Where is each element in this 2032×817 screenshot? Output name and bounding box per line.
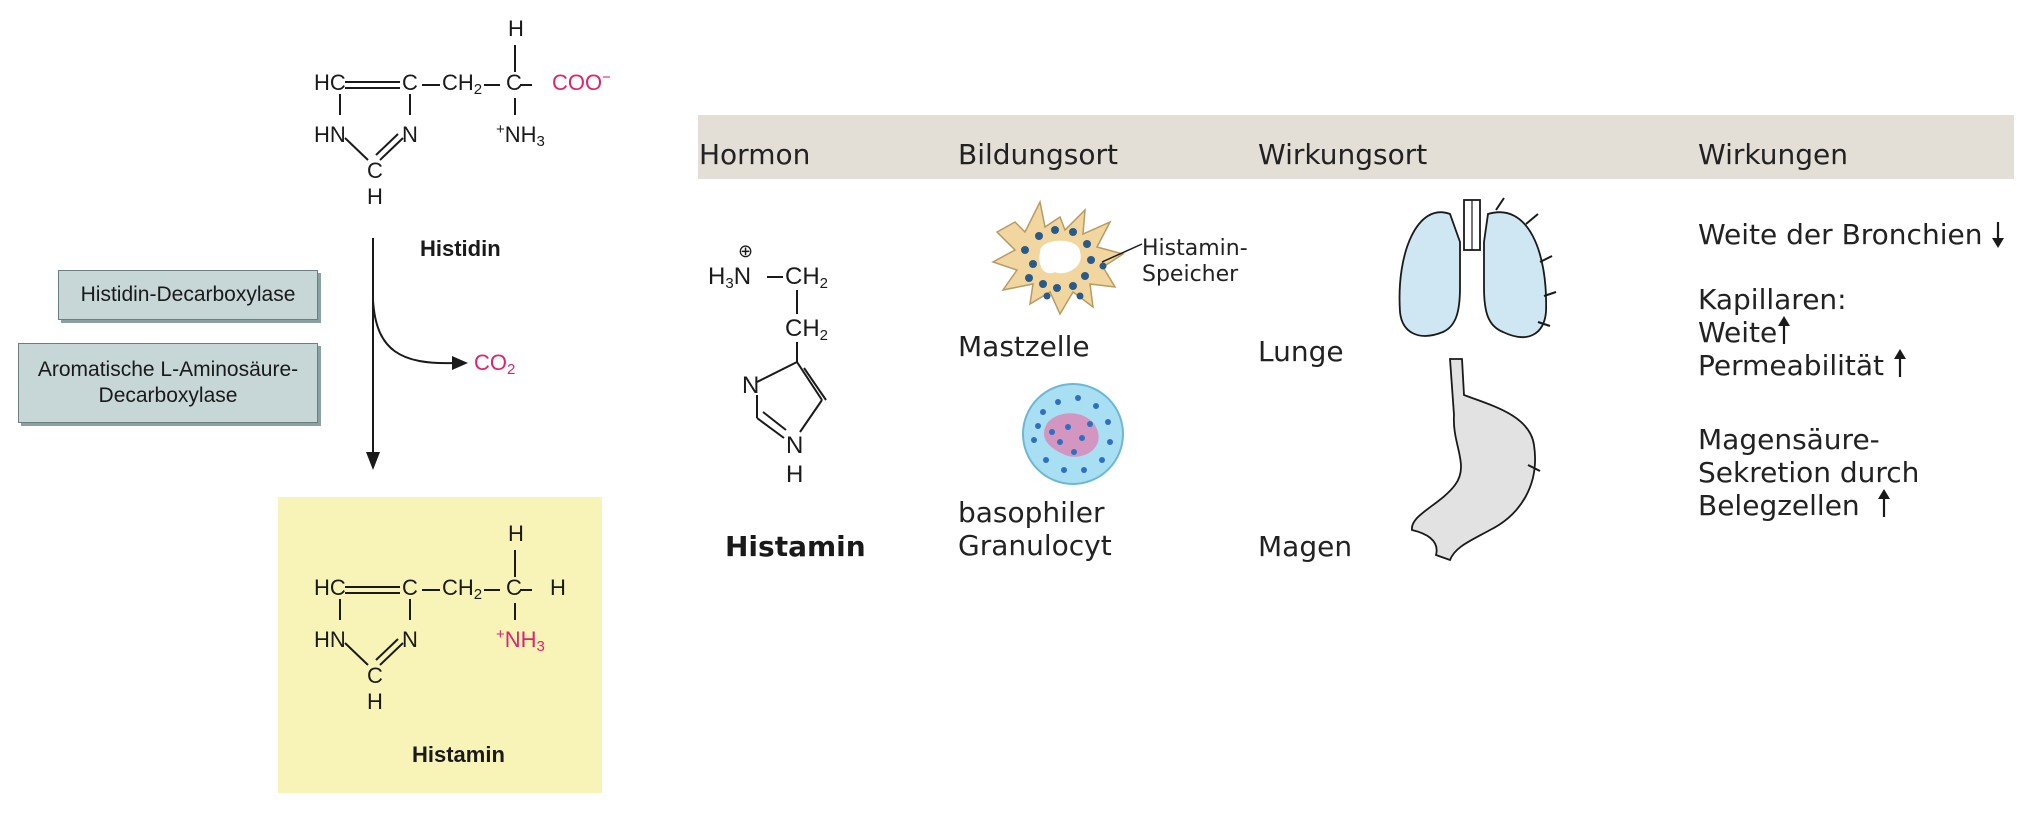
enzyme-aromatic-decarboxylase: Aromatische L-Aminosäure- Decarboxylase <box>18 343 318 423</box>
enzyme2-line2: Decarboxylase <box>98 384 238 407</box>
effect-bronchien-text: Weite der Bronchien <box>1698 218 1983 251</box>
effect-magen-line1: Magensäure- <box>1698 423 1880 456</box>
basophil-label: basophiler Granulocyt <box>958 496 1112 562</box>
reaction-arrow <box>366 238 468 470</box>
histamine-small-bonds <box>756 276 827 439</box>
effect-kapillaren: Kapillaren: Weite Permeabilität <box>1698 283 1907 382</box>
co2-label: CO2 <box>474 350 516 378</box>
col-header-wirkungsort: Wirkungsort <box>1258 138 1428 171</box>
histamine-bonds <box>339 550 532 666</box>
effect-magen-line3-wrap: Belegzellen <box>1698 489 1919 522</box>
speicher-pointer <box>1101 243 1143 263</box>
basophil-illustration <box>1022 383 1124 485</box>
hormone-name: Histamin <box>725 530 866 563</box>
enzyme-histidine-decarboxylase: Histidin-Decarboxylase <box>58 270 318 320</box>
effect-permeabilitaet-text: Permeabilität <box>1698 349 1885 382</box>
effect-magen-line3: Belegzellen <box>1698 489 1860 522</box>
mastzelle-label: Mastzelle <box>958 330 1090 363</box>
effect-bronchien: Weite der Bronchien <box>1698 218 2005 251</box>
arrow-up-icon <box>1893 349 1906 377</box>
stomach-illustration <box>1411 358 1541 562</box>
effect-weite: Weite <box>1698 316 1907 349</box>
lung-illustration <box>1398 197 1557 338</box>
speicher-line1: Histamin- <box>1142 236 1248 261</box>
basophil-line2: Granulocyt <box>958 529 1112 562</box>
effect-permeabilitaet: Permeabilität <box>1698 349 1907 382</box>
effect-kapillaren-title: Kapillaren: <box>1698 283 1847 316</box>
basophil-line1: basophiler <box>958 496 1105 529</box>
arrow-up-icon <box>1877 489 1890 517</box>
effect-magen-line2: Sekretion durch <box>1698 456 1920 489</box>
histidine-label: Histidin <box>420 236 501 261</box>
col-header-wirkungen: Wirkungen <box>1698 138 1848 171</box>
magen-label: Magen <box>1258 530 1353 563</box>
col-header-bildungsort: Bildungsort <box>958 138 1119 171</box>
histidine-bonds <box>339 45 532 161</box>
table-header-band <box>698 115 2014 179</box>
arrow-up-icon <box>1778 316 1791 344</box>
col-header-hormon: Hormon <box>699 138 811 171</box>
effect-weite-text: Weite <box>1698 316 1778 349</box>
speicher-label: Histamin- Speicher <box>1142 236 1248 288</box>
lunge-label: Lunge <box>1258 335 1344 368</box>
enzyme2-line1: Aromatische L-Aminosäure- <box>37 357 299 381</box>
speicher-line2: Speicher <box>1142 262 1239 287</box>
histamine-label: Histamin <box>412 742 505 767</box>
effect-magensaeure: Magensäure- Sekretion durch Belegzellen <box>1698 423 1919 522</box>
enzyme1-text: Histidin-Decarboxylase <box>80 282 296 306</box>
histamine-box <box>278 497 602 793</box>
mast-cell-illustration <box>991 199 1125 316</box>
arrow-down-icon <box>1992 222 2005 248</box>
